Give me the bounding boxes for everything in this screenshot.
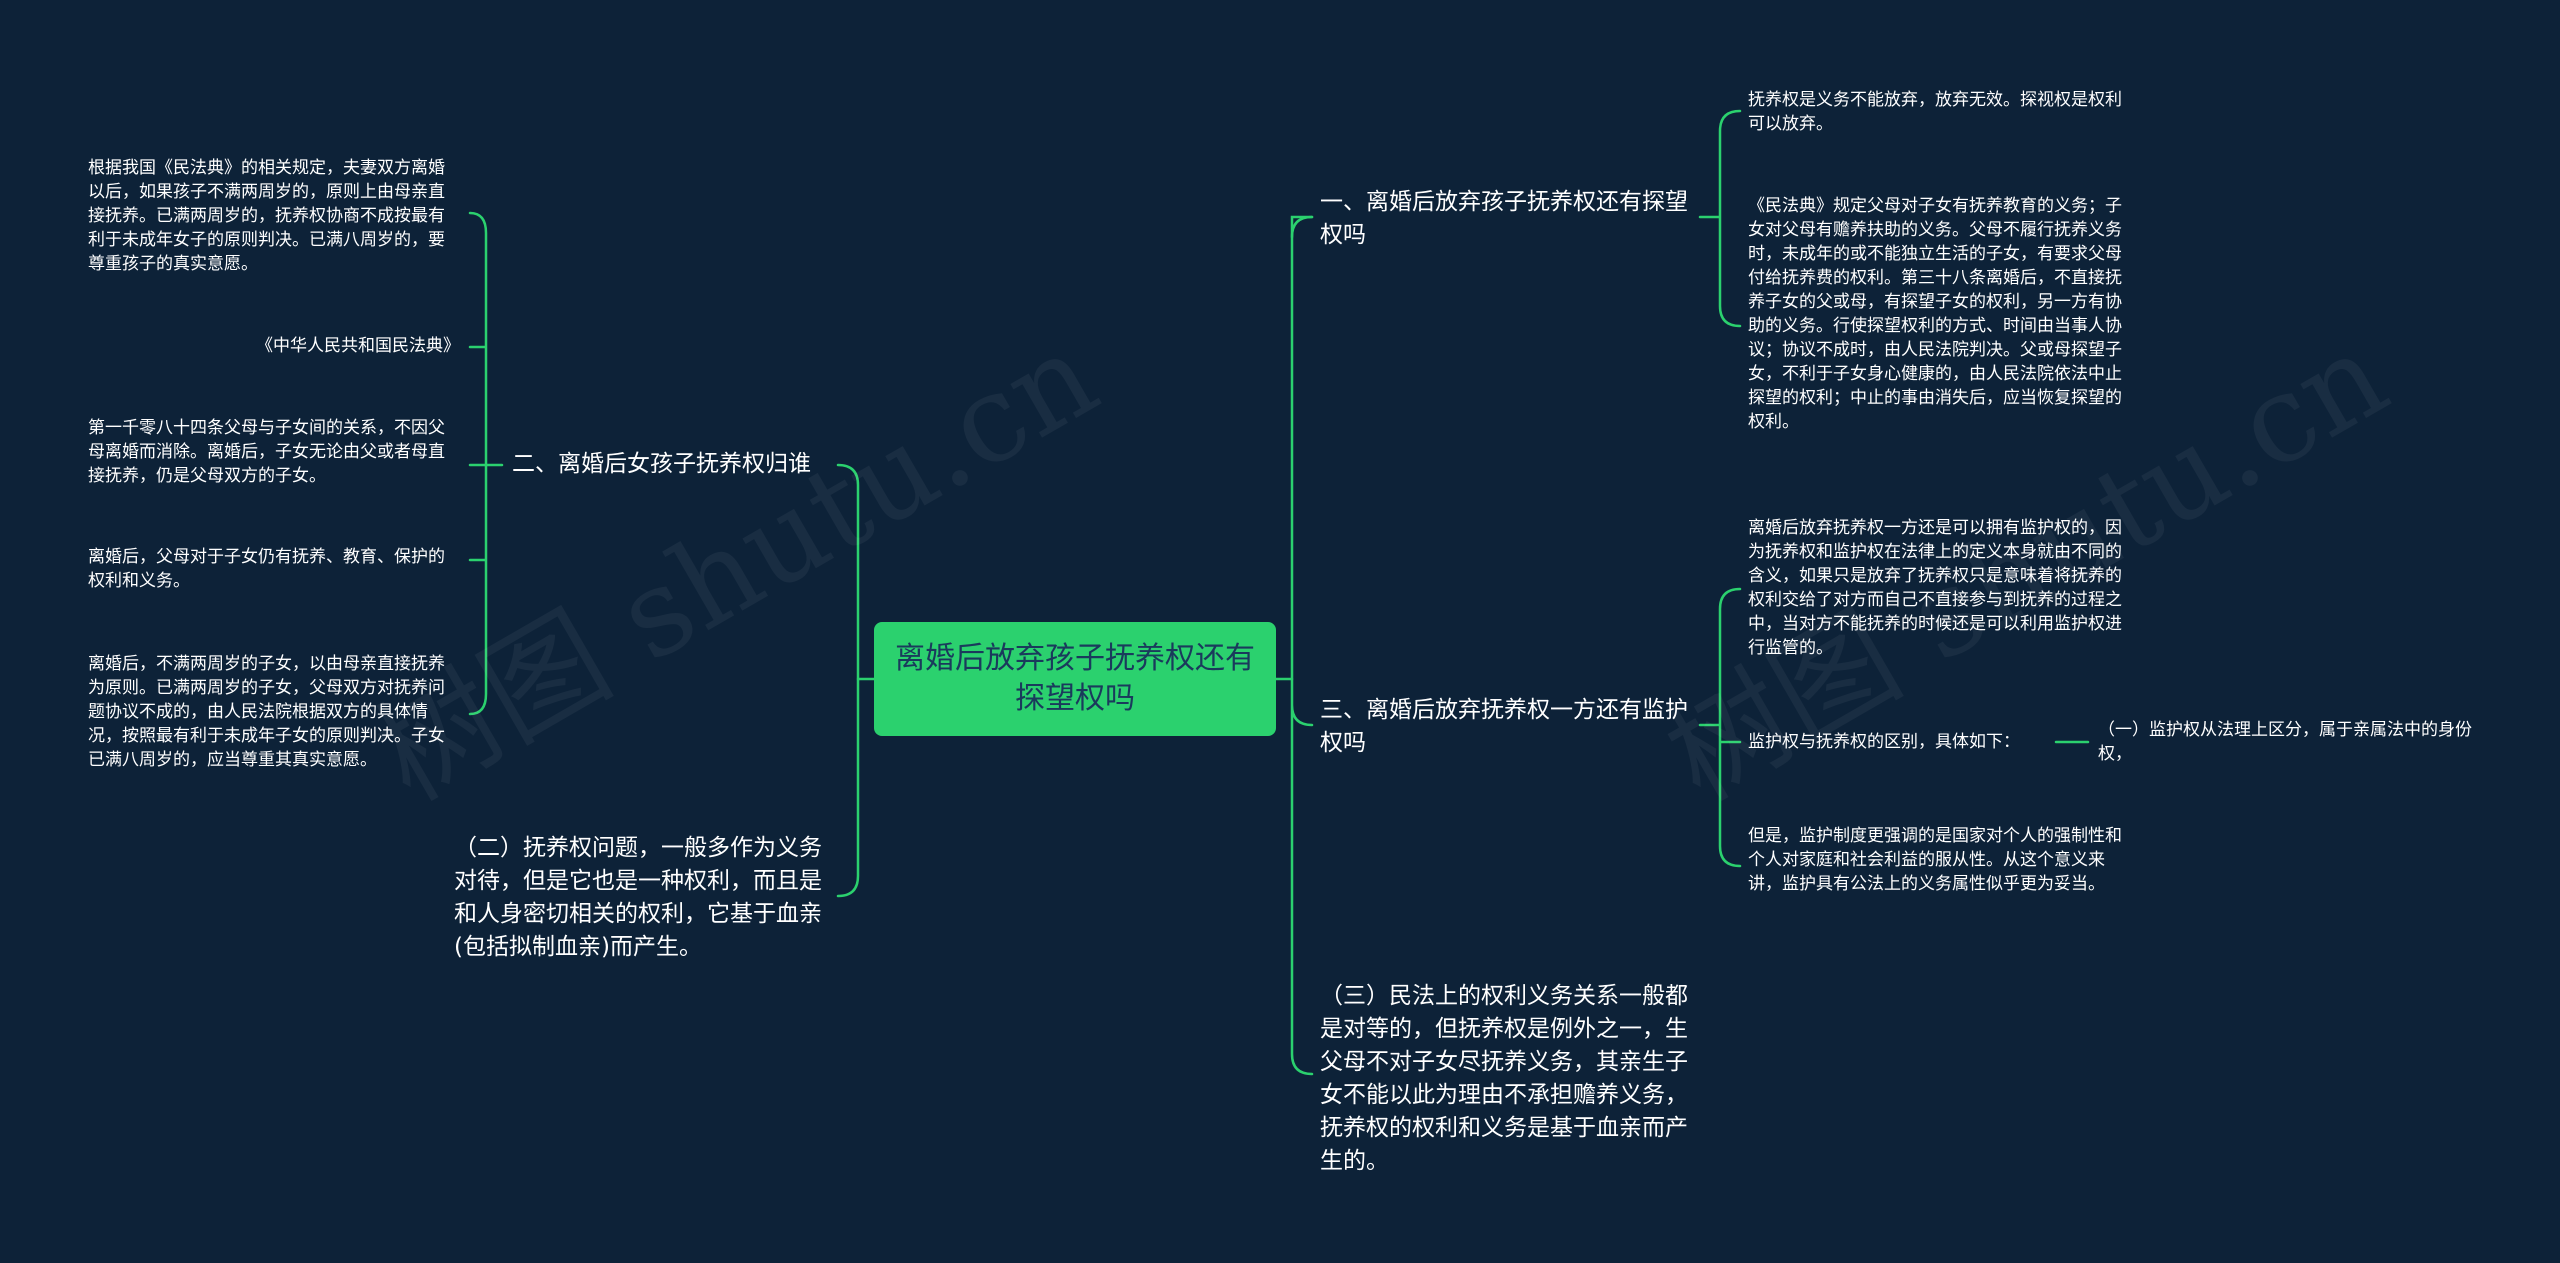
b2-child-3[interactable]: 第一千零八十四条父母与子女间的关系，不因父母离婚而消除。离婚后，子女无论由父或者…	[88, 418, 445, 486]
b1-child-1[interactable]: 抚养权是义务不能放弃，放弃无效。探视权是权利可以放弃。	[1748, 90, 2122, 134]
connector-b2-children	[468, 211, 504, 716]
b2-child-4[interactable]: 离婚后，父母对于子女仍有抚养、教育、保护的权利和义务。	[88, 547, 445, 591]
branch-1[interactable]: 一、离婚后放弃孩子抚养权还有探望权吗	[1320, 189, 1688, 248]
connector-right-b1	[1290, 215, 1314, 239]
b2-child-5[interactable]: 离婚后，不满两周岁的子女，以由母亲直接抚养为原则。已满两周岁的子女，父母双方对抚…	[88, 654, 445, 770]
branch-4[interactable]: （二）抚养权问题，一般多作为义务对待，但是它也是一种权利，而且是和人身密切相关的…	[454, 835, 822, 960]
connector-right-trunk	[1290, 215, 1314, 1076]
b1-child-2[interactable]: 《民法典》规定父母对子女有抚养教育的义务；子女对父母有赡养扶助的义务。父母不履行…	[1748, 196, 2122, 432]
branch-3[interactable]: 三、离婚后放弃抚养权一方还有监护权吗	[1320, 697, 1688, 756]
root-topic[interactable]: 离婚后放弃孩子抚养权还有探望权吗	[874, 622, 1276, 736]
b2-child-1[interactable]: 根据我国《民法典》的相关规定，夫妻双方离婚以后，如果孩子不满两周岁的，原则上由母…	[88, 158, 445, 274]
b2-child-2[interactable]: 《中华人民共和国民法典》	[256, 336, 460, 356]
b3-child-2[interactable]: 监护权与抚养权的区别，具体如下：	[1748, 732, 2020, 752]
branch-5[interactable]: （三）民法上的权利义务关系一般都是对等的，但抚养权是例外之一，生父母不对子女尽抚…	[1320, 983, 1688, 1174]
b3-child-1[interactable]: 离婚后放弃抚养权一方还是可以拥有监护权的，因为抚养权和监护权在法律上的定义本身就…	[1748, 518, 2122, 658]
b3-child-2-sub[interactable]: （一）监护权从法理上区分，属于亲属法中的身份权，	[2098, 720, 2472, 764]
branch-2[interactable]: 二、离婚后女孩子抚养权归谁	[512, 451, 811, 477]
connector-b3-children	[1698, 587, 1742, 868]
connector-b1-children	[1698, 109, 1742, 328]
connector-left-trunk	[836, 463, 860, 898]
b3-child-3[interactable]: 但是，监护制度更强调的是国家对个人的强制性和个人对家庭和社会利益的服从性。从这个…	[1748, 826, 2122, 894]
